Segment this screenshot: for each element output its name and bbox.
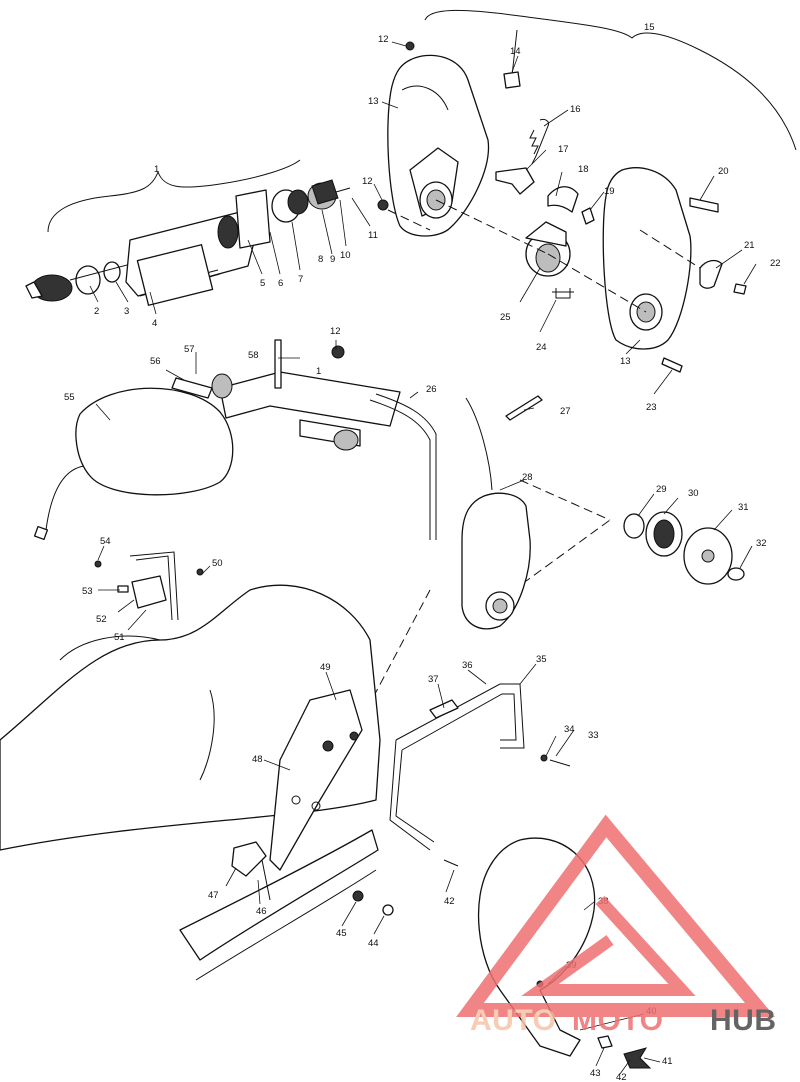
callout-3: 3 bbox=[124, 306, 129, 317]
callout-53: 53 bbox=[82, 586, 93, 597]
watermark-logo: AUTO MOTO HUB bbox=[456, 814, 777, 1037]
chaincase-cover-left bbox=[377, 41, 490, 237]
callout-55: 55 bbox=[64, 392, 75, 403]
callout-2: 2 bbox=[94, 306, 99, 317]
callout-28: 28 bbox=[522, 472, 533, 483]
cable-26 bbox=[369, 399, 431, 540]
callout-22: 22 bbox=[770, 258, 781, 269]
callout-52: 52 bbox=[96, 614, 107, 625]
callout-13-right: 13 bbox=[620, 356, 631, 367]
callout-43: 43 bbox=[590, 1068, 601, 1079]
callout-17: 17 bbox=[558, 144, 569, 155]
callout-51: 51 bbox=[114, 632, 125, 643]
control-box bbox=[461, 397, 531, 630]
callout-12-mid: 12 bbox=[362, 176, 373, 187]
callout-32: 32 bbox=[756, 538, 767, 549]
callout-36: 36 bbox=[462, 660, 473, 671]
watermark-text-moto: MOTO bbox=[572, 1004, 663, 1037]
callout-26: 26 bbox=[426, 384, 437, 395]
callout-46: 46 bbox=[256, 906, 267, 917]
tail-light-bracket bbox=[94, 551, 204, 621]
callout-54: 54 bbox=[100, 536, 111, 547]
callout-42-mirror: 42 bbox=[616, 1072, 627, 1082]
callout-57: 57 bbox=[184, 344, 195, 355]
callout-1: 1 bbox=[154, 164, 159, 175]
callout-12-top: 12 bbox=[378, 34, 389, 45]
alignment-lines bbox=[339, 199, 701, 761]
callout-19: 19 bbox=[604, 186, 615, 197]
callout-29: 29 bbox=[656, 484, 667, 495]
callout-47: 47 bbox=[208, 890, 219, 901]
callout-34: 34 bbox=[564, 724, 575, 735]
callout-41: 41 bbox=[662, 1056, 673, 1067]
watermark-triangle-inner bbox=[521, 895, 696, 996]
callout-42-handle: 42 bbox=[444, 896, 455, 907]
cable-26-inner bbox=[375, 393, 437, 540]
callout-6: 6 bbox=[278, 278, 283, 289]
shift-cable-27 bbox=[505, 395, 543, 421]
callout-37: 37 bbox=[428, 674, 439, 685]
callout-11: 11 bbox=[368, 230, 378, 241]
callout-50: 50 bbox=[212, 558, 223, 569]
callout-56: 56 bbox=[150, 356, 161, 367]
callout-7: 7 bbox=[298, 274, 303, 285]
callout-48: 48 bbox=[252, 754, 263, 765]
callout-20: 20 bbox=[718, 166, 729, 177]
callout-9: 9 bbox=[330, 254, 335, 265]
callout-44: 44 bbox=[368, 938, 379, 949]
callout-30: 30 bbox=[688, 488, 699, 499]
brace-assembly-1 bbox=[47, 159, 301, 233]
callout-16: 16 bbox=[570, 104, 581, 115]
callout-23: 23 bbox=[646, 402, 657, 413]
leader-lines bbox=[89, 41, 757, 1075]
callout-49: 49 bbox=[320, 662, 331, 673]
watermark-text-auto: AUTO bbox=[470, 1004, 556, 1037]
handlebar-assembly bbox=[211, 339, 401, 451]
watermark-triangle-outer bbox=[456, 814, 775, 1017]
callout-13-left: 13 bbox=[368, 96, 379, 107]
grab-handle bbox=[389, 683, 571, 867]
callout-labels: 1 2 3 4 5 6 7 8 9 10 11 12 12 12 13 13 1… bbox=[64, 22, 781, 1082]
callout-12-lower: 12 bbox=[330, 326, 341, 337]
callout-58: 58 bbox=[248, 350, 259, 361]
callout-8: 8 bbox=[318, 254, 323, 265]
brace-assembly-15 bbox=[424, 9, 797, 151]
grip-assembly-top bbox=[25, 179, 351, 306]
callout-15: 15 bbox=[644, 22, 655, 33]
callout-31: 31 bbox=[738, 502, 749, 513]
watermark-text-hub: HUB bbox=[710, 1004, 777, 1037]
chaincase-cover-right bbox=[602, 167, 747, 373]
callout-10: 10 bbox=[340, 250, 351, 261]
callout-45: 45 bbox=[336, 928, 347, 939]
callout-21: 21 bbox=[744, 240, 755, 251]
callout-24: 24 bbox=[536, 342, 547, 353]
callout-33: 33 bbox=[588, 730, 599, 741]
callout-14: 14 bbox=[510, 46, 521, 57]
callout-25: 25 bbox=[500, 312, 511, 323]
callout-4: 4 bbox=[152, 318, 157, 329]
recoil-parts bbox=[623, 511, 745, 585]
callout-18: 18 bbox=[578, 164, 589, 175]
callout-27: 27 bbox=[560, 406, 571, 417]
callout-35: 35 bbox=[536, 654, 547, 665]
side-bracket bbox=[231, 689, 394, 916]
callout-1-handlebar: 1 bbox=[316, 366, 321, 377]
seat-back-pad bbox=[33, 377, 234, 541]
callout-5: 5 bbox=[260, 278, 265, 289]
